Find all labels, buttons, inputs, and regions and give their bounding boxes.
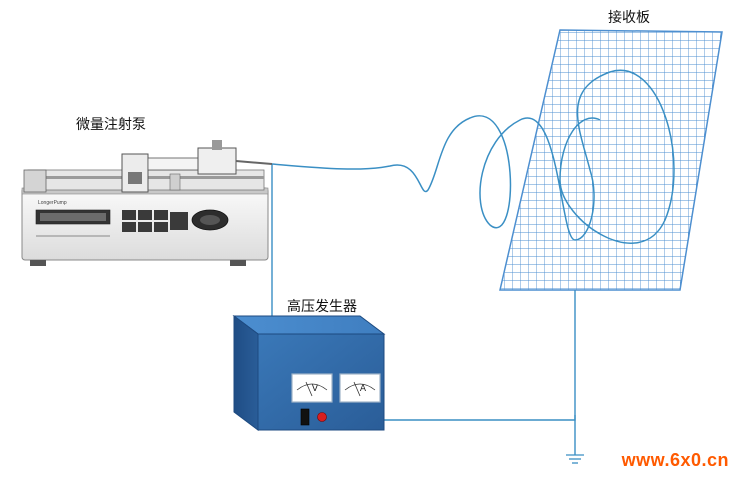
voltmeter-label: V xyxy=(312,384,319,394)
pump-brand-text: LongerPump xyxy=(38,200,67,206)
hv-supply-label: 高压发生器 xyxy=(287,299,357,315)
power-switch xyxy=(300,408,310,426)
watermark: www.6x0.cn xyxy=(621,450,729,470)
fiber-jet xyxy=(271,69,675,244)
collector-label: 接收板 xyxy=(608,10,650,26)
syringe-pump xyxy=(21,140,273,266)
ammeter xyxy=(339,373,381,403)
power-indicator xyxy=(317,412,327,422)
pump-label: 微量注射泵 xyxy=(76,117,146,133)
collector-plate xyxy=(499,29,723,291)
ammeter-label: A xyxy=(360,384,367,394)
voltmeter xyxy=(291,373,333,403)
hv-supply xyxy=(232,315,386,431)
ground-icon xyxy=(566,454,584,464)
wires xyxy=(271,164,576,455)
